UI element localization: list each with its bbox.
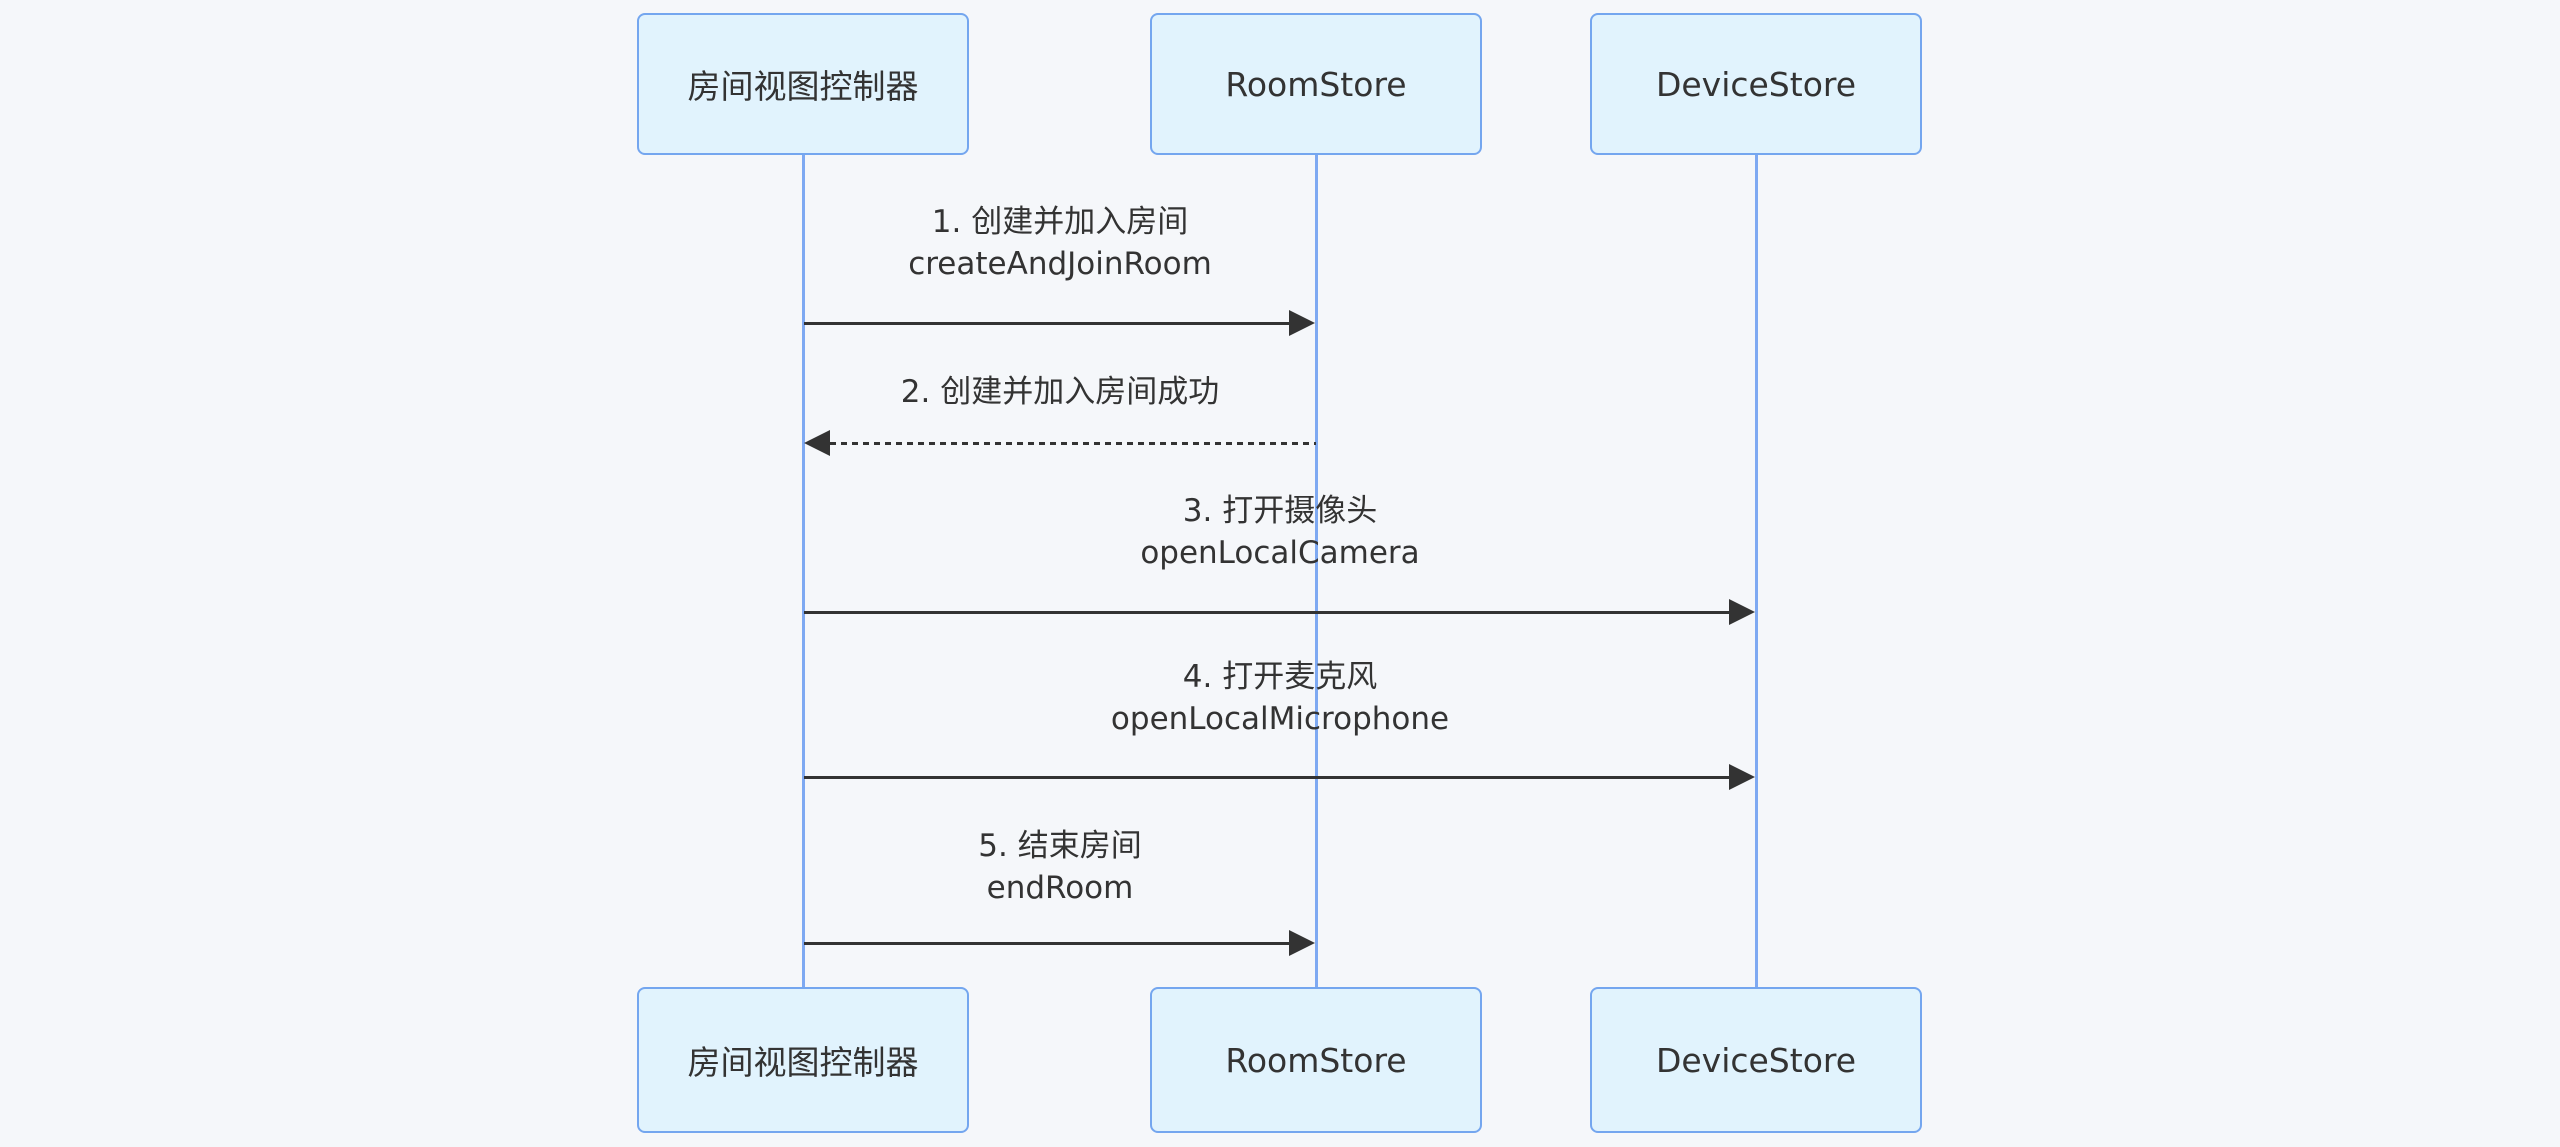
message-5-label: 5. 结束房间 endRoom [978, 825, 1141, 909]
actor-label: 房间视图控制器 [687, 1043, 919, 1082]
actor-label: DeviceStore [1655, 1040, 1857, 1080]
actor-box-room-view-controller-bottom: 房间视图控制器 [637, 987, 969, 1133]
message-text-line: 4. 打开麦克风 [1182, 659, 1378, 695]
message-text-line: openLocalMicrophone [1110, 701, 1450, 737]
actor-box-device-store-bottom: DeviceStore [1590, 987, 1922, 1133]
message-text-line: openLocalCamera [1140, 535, 1420, 571]
actor-label: RoomStore [1225, 1040, 1407, 1080]
message-text-line: endRoom [986, 870, 1134, 906]
message-3-label: 3. 打开摄像头 openLocalCamera [1140, 490, 1419, 574]
actor-label: 房间视图控制器 [687, 67, 919, 106]
message-2-label: 2. 创建并加入房间成功 [901, 371, 1219, 413]
actor-box-room-view-controller-top: 房间视图控制器 [637, 13, 969, 155]
arrowhead-right-icon [1729, 764, 1755, 790]
actor-box-room-store-bottom: RoomStore [1150, 987, 1482, 1133]
arrowhead-right-icon [1729, 599, 1755, 625]
lifeline-device-store [1755, 155, 1758, 987]
actor-box-room-store-top: RoomStore [1150, 13, 1482, 155]
arrowhead-right-icon [1289, 310, 1315, 336]
message-4-label: 4. 打开麦克风 openLocalMicrophone [1111, 656, 1449, 740]
message-text-line: 1. 创建并加入房间 [931, 204, 1189, 240]
actor-label: DeviceStore [1655, 64, 1857, 104]
message-1-label: 1. 创建并加入房间 createAndJoinRoom [908, 201, 1212, 285]
message-text-line: createAndJoinRoom [908, 246, 1212, 282]
message-5-arrow-line [804, 942, 1292, 945]
message-1-arrow-line [804, 322, 1292, 325]
message-text-line: 2. 创建并加入房间成功 [900, 374, 1220, 410]
message-text-line: 5. 结束房间 [978, 828, 1142, 864]
arrowhead-right-icon [1289, 930, 1315, 956]
actor-box-device-store-top: DeviceStore [1590, 13, 1922, 155]
arrowhead-left-icon [804, 430, 830, 456]
message-2-arrow-line [830, 442, 1316, 445]
message-text-line: 3. 打开摄像头 [1182, 493, 1378, 529]
message-4-arrow-line [804, 776, 1731, 779]
lifeline-room-view-controller [802, 155, 805, 987]
actor-label: RoomStore [1225, 64, 1407, 104]
message-3-arrow-line [804, 611, 1731, 614]
lifeline-room-store [1315, 155, 1318, 987]
